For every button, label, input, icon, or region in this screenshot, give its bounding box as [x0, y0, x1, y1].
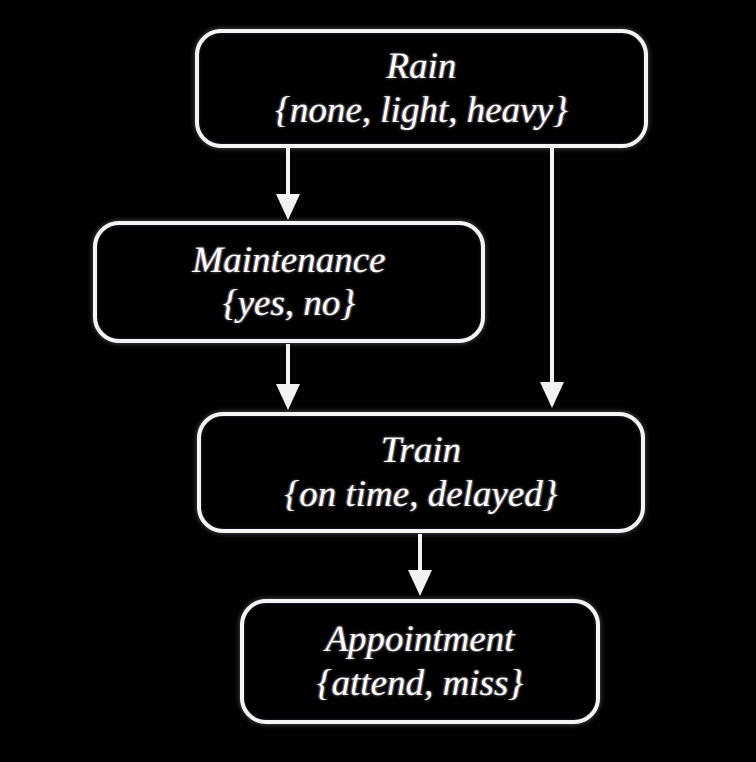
arrowhead-icon [408, 570, 432, 596]
node-train[interactable]: Train {on time, delayed} [197, 412, 645, 533]
node-rain[interactable]: Rain {none, light, heavy} [195, 29, 648, 148]
node-appointment-title: Appointment [325, 619, 515, 661]
edge-rain-to-train [540, 148, 564, 408]
node-rain-states: {none, light, heavy} [275, 89, 568, 131]
node-train-states: {on time, delayed} [284, 473, 558, 515]
node-rain-title: Rain [386, 46, 457, 88]
node-maintenance[interactable]: Maintenance {yes, no} [93, 221, 485, 343]
edge-maintenance-to-train [276, 344, 300, 410]
arrowhead-icon [540, 382, 564, 408]
edge-rain-to-maintenance [276, 148, 300, 220]
arrowhead-icon [276, 384, 300, 410]
node-train-title: Train [380, 430, 462, 472]
arrowhead-icon [276, 194, 300, 220]
node-appointment[interactable]: Appointment {attend, miss} [240, 599, 600, 724]
node-maintenance-title: Maintenance [192, 239, 386, 281]
node-appointment-states: {attend, miss} [316, 662, 524, 704]
node-maintenance-states: {yes, no} [222, 283, 356, 324]
edge-train-to-appointment [408, 534, 432, 596]
